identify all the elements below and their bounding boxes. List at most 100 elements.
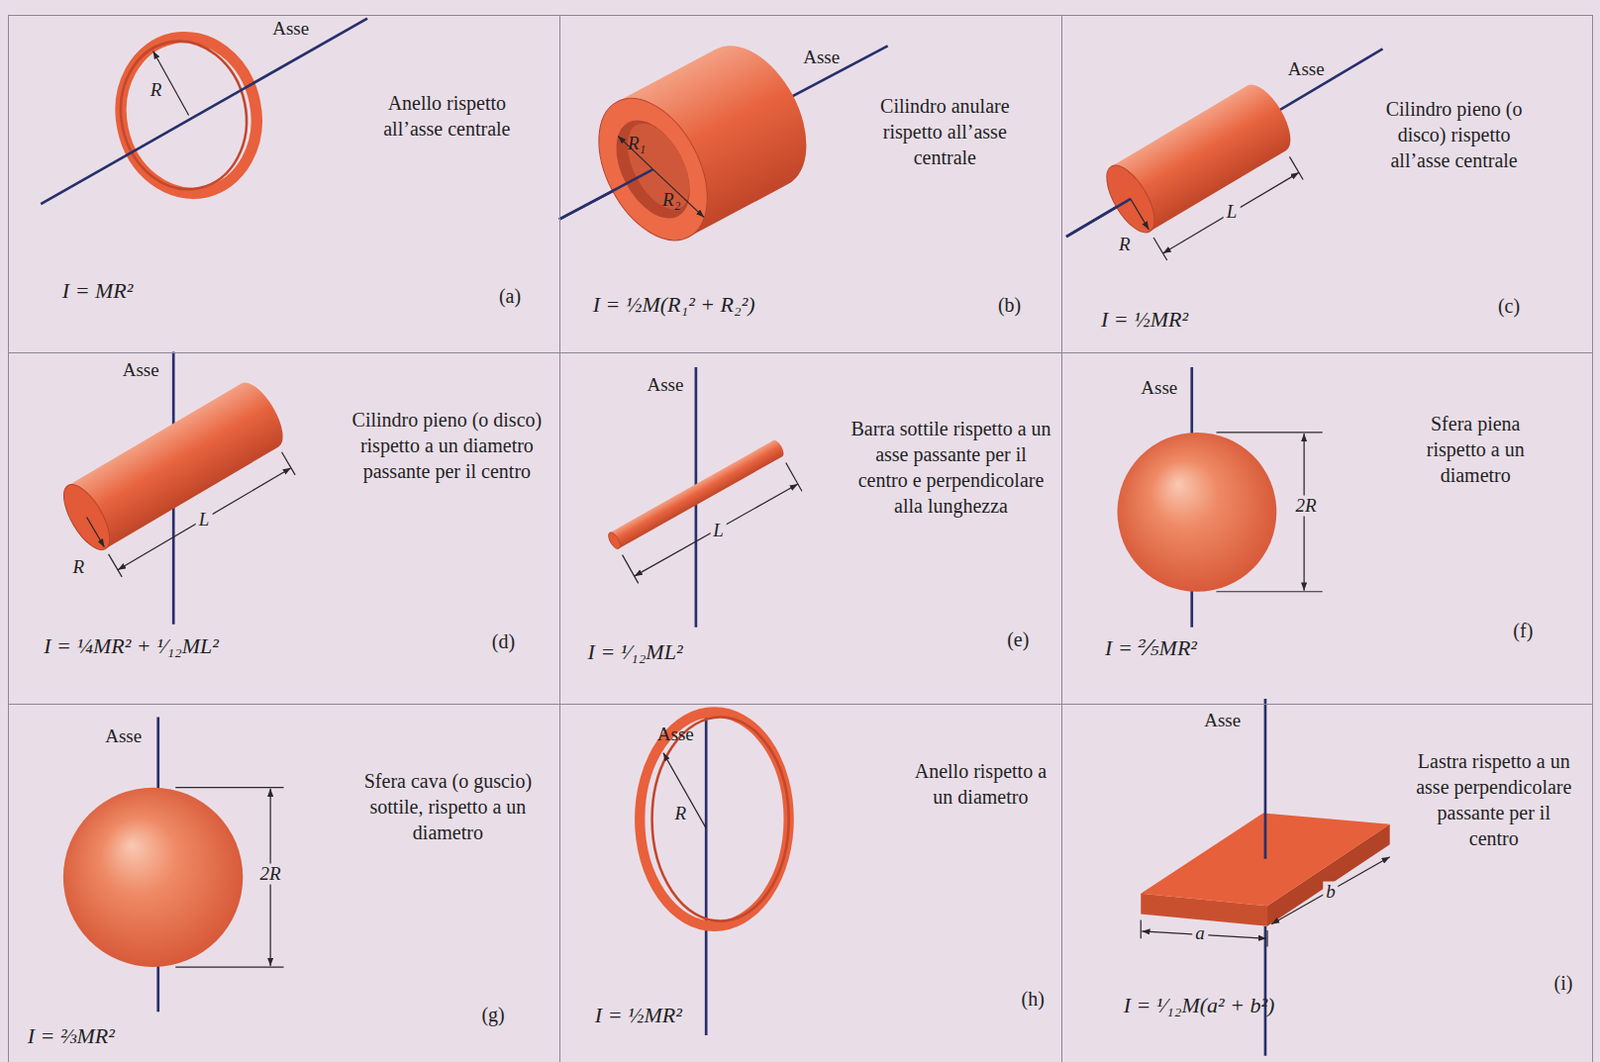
solid-cylinder-figure xyxy=(54,352,308,625)
axis-label: Asse xyxy=(122,360,160,382)
figure-g xyxy=(605,438,805,586)
figure-ellipse xyxy=(652,717,790,922)
figure-ellipse xyxy=(639,711,789,926)
table-cell: Anello rispetto a un diametro I = ½MR² (h) xyxy=(559,703,1063,1062)
figure-circle xyxy=(63,788,243,968)
figure-line xyxy=(1153,237,1168,261)
description: Sfera piena rispetto a un diametro xyxy=(1408,410,1542,489)
figure-line xyxy=(1264,699,1268,860)
axis-label: Asse xyxy=(1203,709,1241,731)
table-cell: Cilindro pieno (o disco) rispetto a un d… xyxy=(7,352,561,705)
description: Anello rispetto all’asse centrale xyxy=(360,90,534,142)
dimension-label: R xyxy=(150,79,163,100)
solid-cylinder-figure xyxy=(1066,48,1383,269)
table-cell: Cilindro pieno (o disco) rispetto all’as… xyxy=(1061,14,1594,354)
description: Anello rispetto a un diametro xyxy=(903,758,1058,810)
dimension-label: b xyxy=(1322,881,1339,902)
dimension-label: R xyxy=(675,803,688,825)
figure-ellipse xyxy=(106,24,272,207)
figure-ellipse xyxy=(54,478,118,558)
description: Cilindro pieno (o disco) rispetto all’as… xyxy=(1377,96,1531,174)
figure-letter: (g) xyxy=(481,1003,504,1027)
figure-g xyxy=(54,376,308,586)
figure-ellipse xyxy=(106,29,260,201)
table-cell: Barra sottile rispetto a un asse passant… xyxy=(559,352,1063,705)
description: Cilindro anulare rispetto all’asse centr… xyxy=(863,93,1027,171)
dimension-label: 2R xyxy=(1293,496,1320,517)
formula: I = ½MR² xyxy=(595,1002,683,1029)
formula: I = ¹⁄₁₂M(a² + b²) xyxy=(1123,993,1276,1019)
figure-line xyxy=(117,468,292,571)
figure-line xyxy=(653,158,704,228)
figure-line xyxy=(1271,857,1391,925)
figure-line xyxy=(40,18,368,205)
description: Lastra rispetto a un asse perpendicolare… xyxy=(1411,748,1576,852)
dimension-label: a xyxy=(1192,923,1208,945)
formula: I = ½M(R₁² + R₂²) xyxy=(593,292,756,318)
axis-label: Asse xyxy=(1140,377,1178,399)
table-cell: Sfera cava (o guscio) sottile, rispetto … xyxy=(7,703,561,1062)
figure-letter: (i) xyxy=(1554,972,1574,996)
figure-line xyxy=(622,555,639,585)
figure-line xyxy=(1140,920,1142,940)
formula: I = ¼MR² + ¹⁄₁₂ML² xyxy=(43,633,219,660)
figure-line xyxy=(1289,156,1303,180)
figure-letter: (f) xyxy=(1512,619,1533,643)
solid-sphere-figure xyxy=(1117,367,1323,628)
figure-line xyxy=(1130,199,1149,230)
figure-line xyxy=(87,517,105,548)
table-cell: Sfera piena rispetto a un diametro I = ⅖M… xyxy=(1061,352,1594,705)
figure-line xyxy=(175,966,284,968)
axis-label: Asse xyxy=(1288,59,1325,81)
ring-figure xyxy=(639,710,789,1036)
annular-cylinder-figure xyxy=(559,27,889,259)
formula: I = ¹⁄₁₂ML² xyxy=(588,639,684,666)
figure-letter: (h) xyxy=(1021,988,1045,1011)
dimension-label: L xyxy=(196,508,213,530)
figure-ellipse xyxy=(605,530,622,551)
dimension-label: R₂ xyxy=(662,190,681,211)
figure-path xyxy=(609,438,787,549)
dimension-label: R₁ xyxy=(627,133,646,155)
dimension-label: L xyxy=(1223,201,1241,223)
figure-g xyxy=(1097,77,1317,269)
axis-label: Asse xyxy=(802,46,840,68)
figure-line xyxy=(1266,930,1268,947)
ring-figure xyxy=(40,18,368,207)
figure-line xyxy=(1215,591,1322,593)
figure-line xyxy=(663,753,706,829)
description: Cilindro pieno (o disco) rispetto a un d… xyxy=(349,406,544,485)
figure-g xyxy=(576,27,829,259)
formula: I = MR² xyxy=(62,278,134,304)
description: Barra sottile rispetto a un asse passant… xyxy=(848,415,1053,519)
axis-label: Asse xyxy=(272,17,309,39)
table-cell: Anello rispetto all’asse centrale I = MR²… xyxy=(7,14,561,354)
figure-letter: (d) xyxy=(492,630,515,654)
figure-circle xyxy=(1117,432,1278,593)
figure-letter: (c) xyxy=(1498,295,1520,318)
dimension-label: L xyxy=(709,519,727,541)
figure-line xyxy=(175,787,284,789)
figure-line xyxy=(1163,172,1300,254)
figure-letter: (b) xyxy=(998,294,1021,317)
formula: I = ½MR² xyxy=(1100,306,1189,333)
figure-line xyxy=(559,169,654,220)
figure-letter: (e) xyxy=(1006,628,1029,652)
figure-line xyxy=(634,484,799,577)
dimension-label: R xyxy=(73,557,86,579)
dimension-label: R xyxy=(1118,234,1131,256)
axis-label: Asse xyxy=(646,374,684,396)
thin-rod-figure xyxy=(605,367,805,628)
figure-line xyxy=(1264,926,1268,1057)
axis-label: Asse xyxy=(657,724,695,746)
figure-line xyxy=(1066,199,1131,237)
figure-line xyxy=(617,128,653,177)
figure-line xyxy=(704,710,708,1036)
formula: I = ⅖MR² xyxy=(1104,635,1198,662)
figure-line xyxy=(108,554,123,578)
axis-label: Asse xyxy=(104,726,142,748)
formula: I = ⅔MR² xyxy=(27,1023,115,1050)
